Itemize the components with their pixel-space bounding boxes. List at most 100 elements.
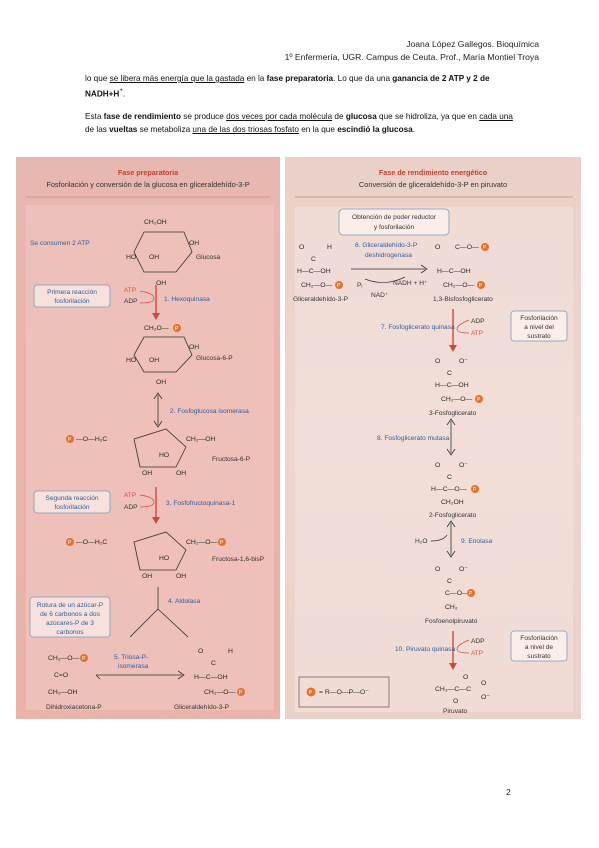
svg-text:CH₂—O—: CH₂—O— [48, 655, 80, 662]
molecule-label: 2-Fosfoglicerato [429, 512, 477, 519]
step-label: 3. Fosfofructoquinasa-1 [166, 500, 236, 507]
box-line: azúcares-P de 3 [46, 620, 94, 627]
text: de las [85, 125, 110, 134]
box-line: Fosforilación [520, 315, 558, 322]
svg-text:O: O [435, 358, 440, 365]
adp-label: ADP [471, 318, 485, 325]
svg-text:C: C [211, 660, 216, 667]
svg-text:CH₂: CH₂ [445, 604, 458, 611]
cofactor-label: NAD⁺ [371, 292, 389, 299]
bold-text: vueltas [109, 125, 138, 134]
pyruvate-structure: O CH₃—C—C O O⁻ O [435, 674, 490, 705]
bold-text: glucosa [345, 112, 377, 121]
svg-text:OH: OH [149, 357, 159, 364]
svg-text:CH₂OH: CH₂OH [441, 499, 464, 506]
svg-text:P: P [337, 283, 341, 289]
svg-text:P: P [477, 397, 481, 403]
svg-text:P: P [309, 690, 313, 696]
step-label: 7. Fosfoglicerato quinasa [381, 324, 455, 331]
text: . Lo que da una [333, 74, 393, 83]
step-label: 9. Enolasa [461, 538, 492, 545]
bold-text: fase de rendimiento [103, 112, 182, 121]
svg-text:OH: OH [176, 573, 186, 580]
svg-text:HO: HO [159, 555, 169, 562]
svg-text:O: O [435, 462, 440, 469]
molecule-label: Gliceraldehído-3-P [174, 704, 230, 711]
svg-text:O: O [435, 566, 440, 573]
glucose-structure: CH₂OH HO OH OH OH [126, 219, 199, 287]
substrate-phosphorylation-box [510, 310, 568, 342]
step-label: deshidrogenasa [365, 252, 412, 259]
text: se produce [181, 112, 227, 121]
second-reaction-box [33, 490, 111, 514]
svg-text:O: O [435, 244, 440, 251]
svg-text:O⁻: O⁻ [481, 694, 490, 701]
svg-text:P: P [469, 591, 473, 597]
svg-text:OH: OH [156, 379, 166, 386]
step-label: 4. Aldolasa [168, 598, 201, 605]
svg-text:O: O [481, 680, 486, 687]
svg-text:O: O [453, 698, 458, 705]
box-line: sustrato [527, 333, 551, 340]
step-label: 6. Gliceraldehído-3-P [355, 242, 418, 249]
molecule-label: Fosfoenolpiruvato [425, 618, 478, 625]
paragraph-2: Esta fase de rendimiento se produce dos … [85, 110, 515, 136]
step-label: 10. Piruvato quinasa [395, 646, 455, 653]
svg-text:H: H [228, 648, 233, 655]
phosphate-legend [298, 676, 390, 708]
box-line: sustrato [527, 653, 551, 660]
svg-text:O⁻: O⁻ [459, 358, 468, 365]
svg-text:O: O [463, 674, 468, 681]
box-line: de 6 carbonos a dos [40, 611, 100, 618]
bold-text: fase preparatoria [266, 74, 334, 83]
svg-text:P: P [473, 487, 477, 493]
box-line: a nivel de [525, 644, 554, 651]
svg-text:P: P [220, 540, 224, 546]
svg-text:C: C [447, 370, 452, 377]
box-line: Segunda reacción [45, 495, 98, 502]
svg-text:P: P [68, 437, 72, 443]
svg-text:OH: OH [149, 254, 159, 261]
svg-text:C: C [311, 256, 316, 263]
text: lo que [85, 74, 110, 83]
step-label: 1. Hexoquinasa [164, 296, 210, 303]
svg-text:H: H [327, 244, 332, 251]
box-line: Fosforilación [520, 635, 558, 642]
svg-text:C: C [447, 474, 452, 481]
text: de [332, 112, 346, 121]
svg-text:P: P [175, 326, 179, 332]
svg-text:CH₂—O—: CH₂—O— [301, 282, 333, 289]
text: Esta [85, 112, 104, 121]
box-line: fosforilación [54, 504, 90, 511]
svg-text:CH₂—OH: CH₂—OH [48, 689, 78, 696]
svg-text:P: P [483, 245, 487, 251]
fructose-bisphosphate-structure: P —O—H₂C CH₂—O— P HO OH OH [66, 531, 226, 580]
text: se metaboliza [137, 125, 193, 134]
svg-text:CH₂—O—: CH₂—O— [186, 539, 218, 546]
molecule-label: Glucosa [196, 254, 221, 261]
molecule-label: Gliceraldehído-3-P [293, 296, 349, 303]
fructose-6-p-structure: P —O—H₂C CH₂—OH HO OH OH [66, 428, 216, 477]
substrate-phosphorylation-box-2 [510, 630, 568, 662]
underlined-text: dos veces por cada molécula [226, 112, 333, 121]
atp-consumed-note: Se consumen 2 ATP [30, 240, 90, 247]
bold-text: ganancia de 2 ATP y 2 de NADH+H [85, 74, 490, 99]
first-reaction-box [33, 284, 111, 308]
cofactor-label: H₂O [415, 538, 427, 545]
box-line: fosforilación [54, 298, 90, 305]
adp-label: ADP [471, 638, 485, 645]
atp-label: ATP [124, 492, 136, 499]
box-line: Rotura de un azúcar-P [37, 602, 104, 609]
svg-text:O⁻: O⁻ [459, 462, 468, 469]
molecule-label: 1,3-Bisfosfoglicerato [433, 296, 493, 303]
box-line: a nivel del [524, 324, 554, 331]
underlined-text: cada una [479, 112, 513, 121]
svg-text:OH: OH [142, 470, 152, 477]
svg-text:O: O [198, 648, 203, 655]
box-line: carbonos [56, 629, 84, 636]
svg-text:OH: OH [142, 573, 152, 580]
